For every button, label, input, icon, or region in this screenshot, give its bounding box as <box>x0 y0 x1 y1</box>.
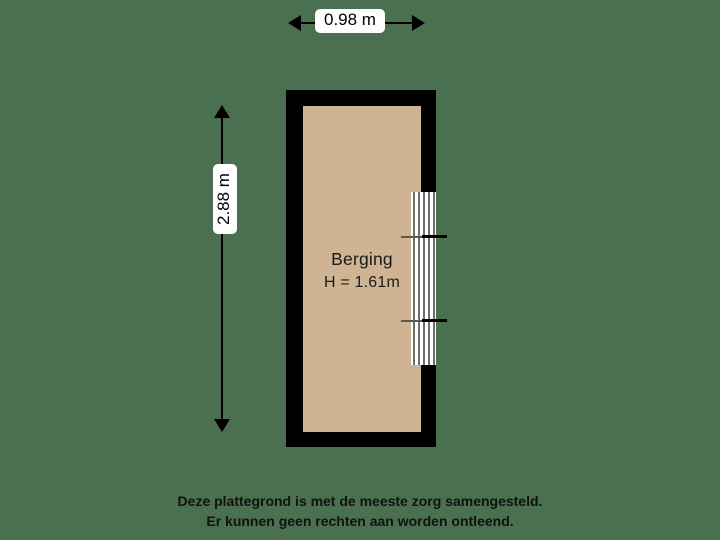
width-dimension-label: 0.98 m <box>315 9 385 33</box>
window-mullion <box>428 192 430 365</box>
window-mullion <box>413 192 415 365</box>
disclaimer-text: Deze plattegrond is met de meeste zorg s… <box>0 491 720 532</box>
window-opening-tick-lower <box>422 319 447 322</box>
disclaimer-line-1: Deze plattegrond is met de meeste zorg s… <box>177 493 543 509</box>
window-mullion <box>433 192 435 365</box>
disclaimer-line-2: Er kunnen geen rechten aan worden ontlee… <box>206 513 514 530</box>
dimension-line <box>221 113 223 424</box>
height-dimension-arrow <box>214 105 230 432</box>
arrow-up-icon <box>214 105 230 118</box>
arrow-left-icon <box>288 15 301 31</box>
window-mullion <box>423 192 425 365</box>
window-opening-tick-upper <box>422 235 447 238</box>
room-floor-area <box>303 106 421 432</box>
arrow-down-icon <box>214 419 230 432</box>
height-dimension-label: 2.88 m <box>213 164 237 234</box>
arrow-right-icon <box>412 15 425 31</box>
window-symbol <box>411 192 436 365</box>
window-mullion <box>418 192 420 365</box>
